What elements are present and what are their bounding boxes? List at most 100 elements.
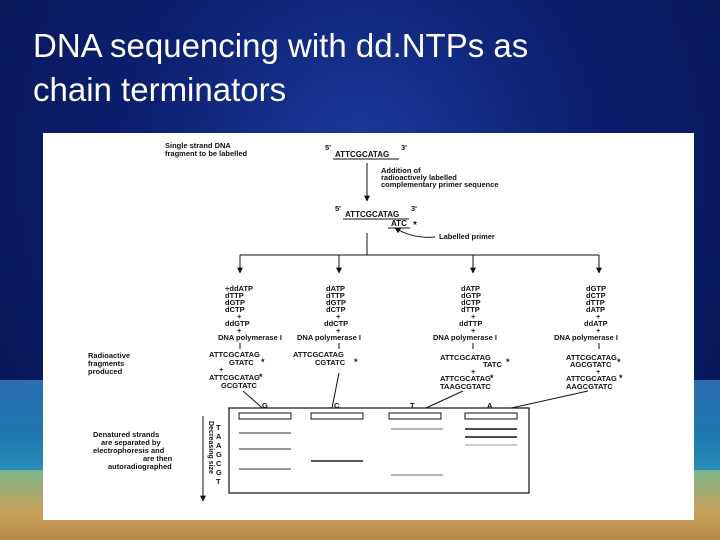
five-prime-top: 5' [325, 143, 331, 152]
reaction-t-enzyme: DNA polymerase I [433, 333, 497, 342]
reaction-t-mix-3: dCTP [461, 298, 481, 307]
reaction-t-mix-4: dTTP [461, 305, 480, 314]
primer-star: * [413, 220, 417, 231]
reaction-g-mix-3: dGTP [225, 298, 245, 307]
well-c [310, 412, 364, 420]
addition-label-2: radioactively labelled [381, 173, 457, 182]
reaction-g-mix-4: dCTP [225, 305, 245, 314]
reaction-a-product-1-template: ATTCGCATAG [566, 353, 617, 362]
reaction-c-mix-3: dGTP [326, 298, 346, 307]
reaction-c: dATP dTTP dGTP dCTP + ddCTP + DNA polyme… [293, 284, 361, 367]
single-strand-label-2: fragment to be labelled [165, 149, 248, 158]
reaction-t: dATP dGTP dCTP dTTP + ddTTP + DNA polyme… [433, 284, 510, 391]
lane-label-c: C [334, 401, 340, 410]
slide-title-line-1: DNA sequencing with dd.NTPs as [33, 27, 529, 64]
reaction-c-mix-2: dTTP [326, 291, 345, 300]
template-strand-top: ATTCGCATAG [335, 150, 389, 159]
denatured-label-5: autoradiographed [108, 462, 172, 471]
svg-text:+: + [596, 367, 601, 376]
svg-text:*: * [261, 357, 265, 367]
well-t [388, 412, 442, 420]
well-a [464, 412, 518, 420]
reaction-c-product-1-copy: CGTATC [315, 358, 346, 367]
well-g [238, 412, 292, 420]
svg-text:*: * [490, 373, 494, 383]
reaction-g-mix-1: +ddATP [225, 284, 253, 293]
reaction-t-product-1-template: ATTCGCATAG [440, 353, 491, 362]
reaction-c-mix-1: dATP [326, 284, 345, 293]
reaction-a-mix-3: dTTP [586, 298, 605, 307]
svg-text:+: + [219, 365, 224, 374]
reaction-a-dd: ddATP [584, 319, 608, 328]
slide-title: DNA sequencing with dd.NTPs as chain ter… [33, 24, 673, 112]
read-base-3: A [216, 441, 222, 450]
read-base-5: C [216, 459, 222, 468]
denatured-label-1: Denatured strands [93, 430, 159, 439]
svg-text:+: + [471, 326, 476, 335]
svg-text:+: + [336, 326, 341, 335]
reaction-a-plus: + [596, 312, 601, 321]
three-prime-top: 3' [401, 143, 407, 152]
reaction-g-enzyme: DNA polymerase I [218, 333, 282, 342]
svg-text:*: * [354, 357, 358, 367]
reaction-g-product-1-template: ATTCGCATAG [209, 350, 260, 359]
diagram-canvas: Single strand DNA fragment to be labelle… [88, 141, 623, 502]
reaction-a-mix-2: dCTP [586, 291, 606, 300]
slide-title-line-2: chain terminators [33, 71, 287, 108]
single-strand-label-1: Single strand DNA [165, 141, 231, 150]
reaction-t-mix-1: dATP [461, 284, 480, 293]
radioactive-label-2: fragments [88, 359, 124, 368]
svg-text:*: * [619, 373, 623, 383]
read-base-2: A [216, 432, 222, 441]
reaction-c-mix-4: dCTP [326, 305, 346, 314]
reaction-t-product-2-template: ATTCGCATAG [440, 374, 491, 383]
svg-text:+: + [237, 326, 242, 335]
reaction-t-plus: + [471, 312, 476, 321]
labelled-primer-label: Labelled primer [439, 232, 495, 241]
reaction-c-product-1-template: ATTCGCATAG [293, 350, 344, 359]
read-base-4: G [216, 450, 222, 459]
reaction-g-dd: ddGTP [225, 319, 250, 328]
sequencing-diagram: Single strand DNA fragment to be labelle… [43, 133, 694, 520]
read-base-6: G [216, 468, 222, 477]
denatured-label-4: are then [143, 454, 173, 463]
reaction-a: dGTP dCTP dTTP dATP + ddATP + DNA polyme… [554, 284, 623, 391]
reaction-a-mix-1: dGTP [586, 284, 606, 293]
gel [228, 407, 530, 494]
denatured-label-3: electrophoresis and [93, 446, 165, 455]
svg-text:+: + [471, 367, 476, 376]
reaction-a-mix-4: dATP [586, 305, 605, 314]
three-prime-mid: 3' [411, 204, 417, 213]
reaction-a-product-1-copy: AGCGTATC [570, 360, 612, 369]
five-prime-mid: 5' [335, 204, 341, 213]
reaction-g-product-1-copy: GTATC [229, 358, 254, 367]
svg-text:*: * [617, 357, 621, 367]
reaction-t-dd: ddTTP [459, 319, 482, 328]
reaction-t-product-1-copy: TATC [483, 360, 502, 369]
read-base-7: T [216, 477, 221, 486]
reaction-g-product-2-template: ATTCGCATAG [209, 373, 260, 382]
primer-sequence: ATC [391, 219, 407, 228]
svg-text:*: * [259, 372, 263, 382]
reaction-a-product-2-template: ATTCGCATAG [566, 374, 617, 383]
addition-label-1: Addition of [381, 166, 421, 175]
radioactive-label-1: Radioactive [88, 351, 130, 360]
reaction-c-enzyme: DNA polymerase I [297, 333, 361, 342]
reaction-g-product-2-copy: GCGTATC [221, 381, 258, 390]
reaction-g: +ddATP dTTP dGTP dCTP + ddGTP + DNA poly… [209, 284, 282, 390]
addition-label-3: complementary primer sequence [381, 180, 499, 189]
reaction-g-mix-2: dTTP [225, 291, 244, 300]
lane-label-t: T [410, 401, 415, 410]
denatured-label-2: are separated by [101, 438, 161, 447]
reaction-c-plus: + [336, 312, 341, 321]
reaction-a-product-2-copy: AAGCGTATC [566, 382, 613, 391]
radioactive-label-3: produced [88, 367, 123, 376]
reaction-t-product-2-copy: TAAGCGTATC [440, 382, 491, 391]
lane-label-g: G [262, 401, 268, 410]
template-strand-mid: ATTCGCATAG [345, 210, 399, 219]
svg-text:*: * [506, 357, 510, 367]
reaction-t-mix-2: dGTP [461, 291, 481, 300]
lane-label-a: A [487, 401, 493, 410]
reaction-a-enzyme: DNA polymerase I [554, 333, 618, 342]
reaction-g-plus: + [237, 312, 242, 321]
